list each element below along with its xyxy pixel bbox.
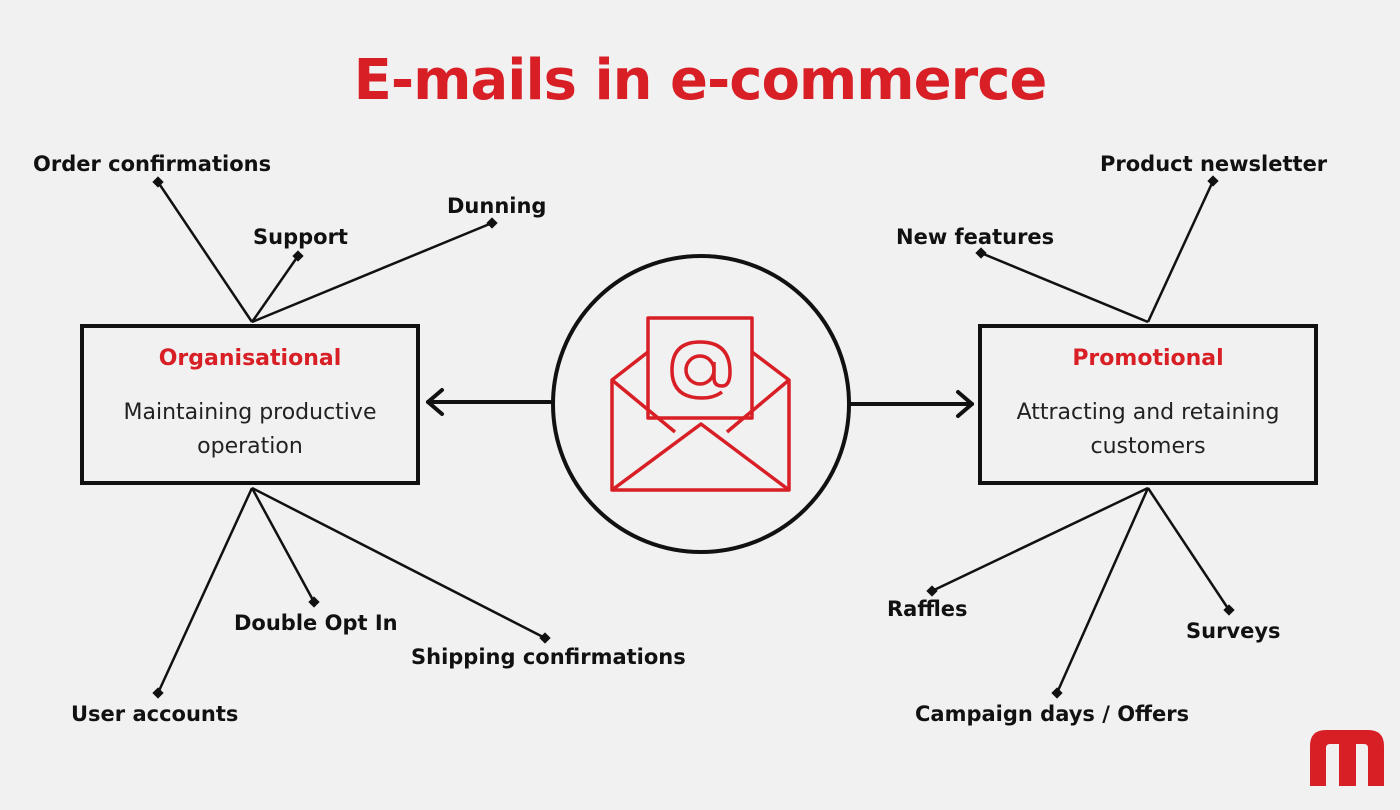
promotional-box: Promotional Attracting and retaining cus… (978, 324, 1318, 485)
connector-double-opt-in (250, 487, 316, 603)
leaf-double-opt-in: Double Opt In (234, 611, 398, 635)
promotional-description: Attracting and retaining customers (1016, 400, 1280, 459)
connector-support (250, 255, 300, 323)
connector-surveys (1146, 487, 1231, 611)
brand-m-logo (1310, 730, 1384, 786)
connector-campaign-days (1055, 487, 1150, 694)
leaf-user-accounts: User accounts (71, 702, 239, 726)
leaf-raffles: Raffles (887, 597, 968, 621)
connector-user-accounts (156, 487, 254, 694)
page-title: E-mails in e-commerce (353, 48, 1048, 113)
organisational-box: Organisational Maintaining productive op… (80, 324, 420, 485)
leaf-product-newsletter: Product newsletter (1100, 152, 1328, 176)
connector-raffles (931, 486, 1149, 593)
connector-shipping-confirmations (251, 486, 546, 640)
connector-order-confirmations (156, 181, 254, 323)
promotional-title: Promotional (1072, 346, 1224, 371)
organisational-title: Organisational (158, 346, 342, 371)
email-envelope-at-icon (610, 316, 791, 492)
organisational-description: Maintaining productive operation (123, 400, 377, 459)
leaf-shipping-confirmations: Shipping confirmations (411, 645, 686, 669)
leaf-support: Support (253, 225, 348, 249)
connector-new-features (980, 251, 1149, 324)
leaf-surveys: Surveys (1186, 619, 1281, 643)
leaf-dunning: Dunning (447, 194, 547, 218)
connector-dunning (251, 221, 493, 324)
leaf-order-confirmations: Order confirmations (33, 152, 272, 176)
leaf-campaign-days: Campaign days / Offers (915, 702, 1190, 726)
leaf-new-features: New features (896, 225, 1055, 249)
connector-product-newsletter (1146, 180, 1215, 323)
